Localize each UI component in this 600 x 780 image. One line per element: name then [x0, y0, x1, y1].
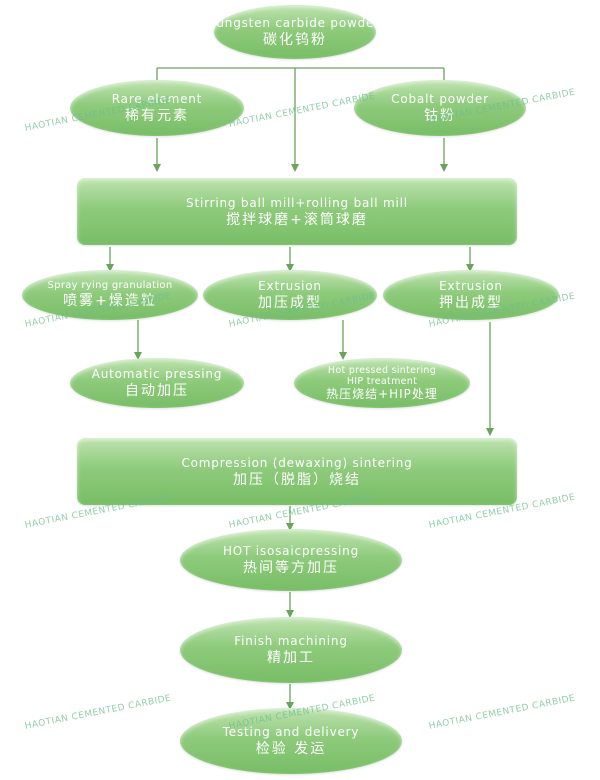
- node-tungsten-carbide-powder: Tungsten carbide powder 碳化钨粉: [210, 5, 379, 59]
- node-label-en: Tungsten carbide powder: [210, 16, 380, 30]
- node-hot-pressed-sintering: Hot pressed sintering HIP treatment 热压烧结…: [294, 358, 470, 408]
- node-label-en: Finish machining: [234, 634, 348, 648]
- node-label-zh: 钴粉: [424, 108, 456, 124]
- node-label-en: Extrusion: [258, 279, 322, 293]
- node-label-en: Testing and delivery: [222, 725, 360, 739]
- node-label-en: Compression (dewaxing) sintering: [181, 455, 413, 470]
- node-label-zh: 加压成型: [258, 295, 322, 311]
- node-label-zh: 搅拌球磨+滚筒球磨: [226, 211, 368, 228]
- node-label-zh: 精加工: [267, 650, 315, 666]
- node-label-zh: 自动加压: [125, 383, 189, 399]
- node-compression-sintering: Compression (dewaxing) sintering 加压（脱脂）烧…: [77, 438, 517, 505]
- node-label-en: Extrusion: [439, 279, 503, 293]
- node-extrusion-forming: Extrusion 押出成型: [383, 270, 559, 320]
- node-label-en: Rare element: [111, 92, 203, 106]
- node-ball-mill: Stirring ball mill+rolling ball mill 搅拌球…: [77, 178, 517, 245]
- node-testing-delivery: Testing and delivery 检验 发运: [180, 708, 402, 774]
- node-hot-isostatic-pressing: HOT isosaicpressing 热间等方加压: [180, 529, 402, 591]
- node-label-zh: 稀有元素: [125, 108, 189, 124]
- node-spray-granulation: Spray rying granulation 喷雾+燥造粒: [22, 270, 198, 320]
- node-automatic-pressing: Automatic pressing 自动加压: [70, 358, 244, 408]
- node-label-en-line2: HIP treatment: [346, 375, 418, 387]
- node-finish-machining: Finish machining 精加工: [180, 617, 402, 683]
- node-label-zh: 热压烧结+HIP处理: [326, 386, 438, 401]
- node-label-en: Automatic pressing: [91, 367, 223, 381]
- node-cobalt-powder: Cobalt powder 钴粉: [354, 80, 526, 136]
- node-extrusion-pressing: Extrusion 加压成型: [203, 270, 377, 320]
- node-rare-element: Rare element 稀有元素: [70, 80, 244, 136]
- node-label-zh: 加压（脱脂）烧结: [233, 471, 361, 488]
- node-label-zh: 热间等方加压: [243, 560, 339, 576]
- node-label-zh: 碳化钨粉: [263, 32, 327, 48]
- node-label-en-line1: Hot pressed sintering: [327, 364, 437, 376]
- node-label-zh: 喷雾+燥造粒: [63, 293, 157, 309]
- node-label-en: Spray rying granulation: [47, 280, 173, 291]
- node-label-en: Stirring ball mill+rolling ball mill: [186, 195, 408, 210]
- node-label-zh: 检验 发运: [255, 741, 327, 757]
- node-label-en: HOT isosaicpressing: [222, 544, 359, 558]
- node-label-en: Cobalt powder: [391, 92, 489, 106]
- node-label-zh: 押出成型: [439, 295, 503, 311]
